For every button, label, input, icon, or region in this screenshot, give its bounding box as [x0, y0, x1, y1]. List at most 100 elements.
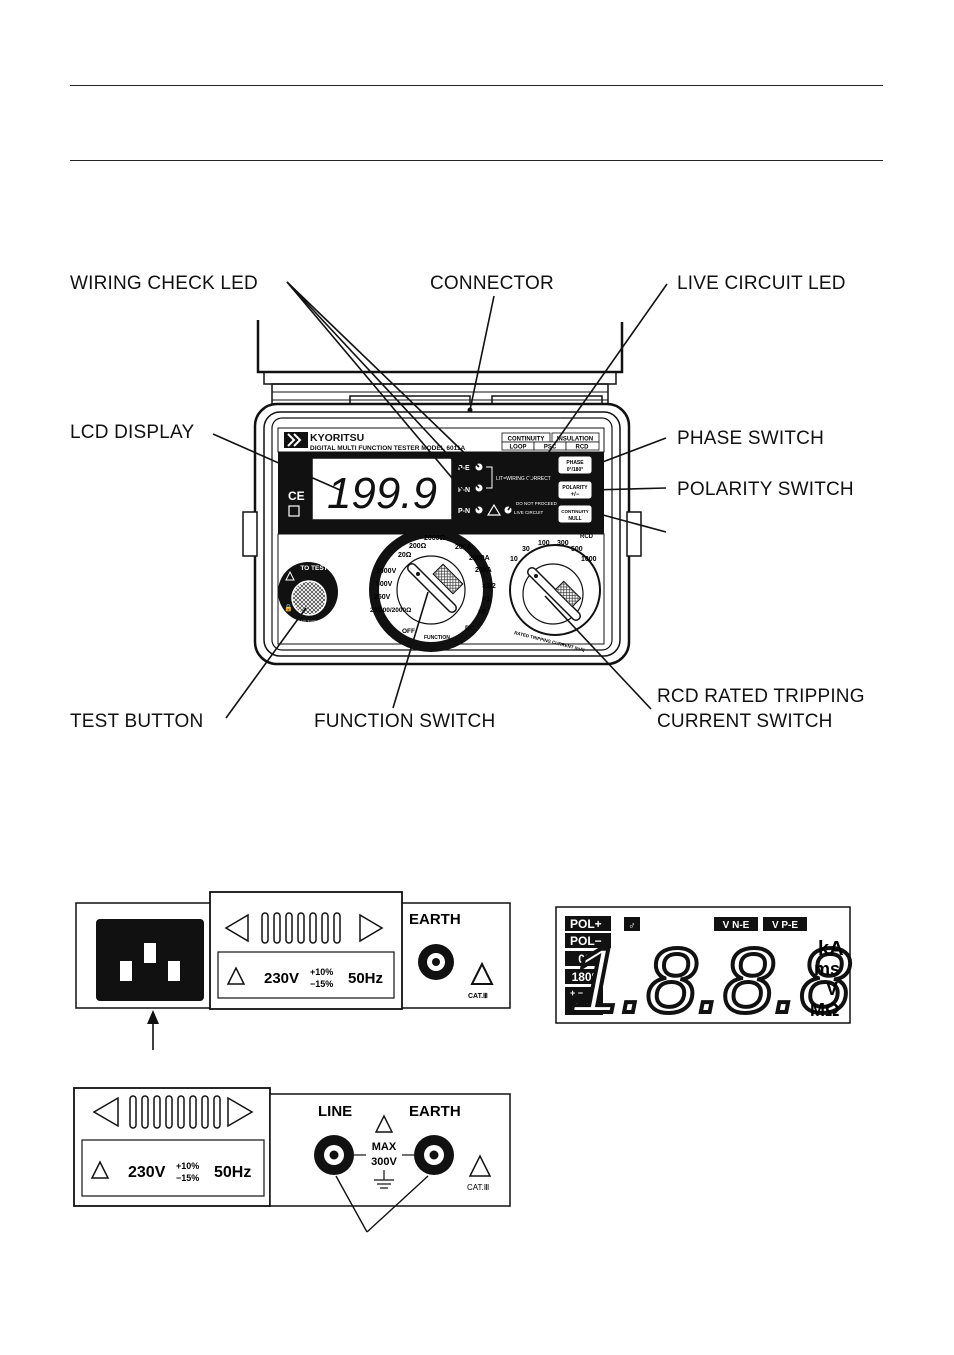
panel-b-max-v: 300V: [371, 1156, 397, 1168]
led-label-pe: P-E: [458, 465, 470, 472]
label-phase-switch: PHASE SWITCH: [677, 428, 825, 449]
ind-v-ne: V N-E: [723, 920, 750, 931]
panel-b-max: MAX: [372, 1141, 397, 1153]
probe-icon: [624, 917, 640, 931]
panel-b-tol-minus: −15%: [176, 1173, 199, 1183]
svg-text:CE: CE: [288, 489, 305, 503]
rcd-label-30: 30: [522, 546, 530, 553]
ind-0deg: 0°: [578, 952, 590, 966]
svg-text:+/−: +/−: [571, 492, 580, 498]
label-rcd-switch-1: RCD RATED TRIPPING: [657, 686, 865, 707]
unit-ms: ms: [814, 959, 840, 979]
func-label-20ka: 20kA: [475, 567, 492, 574]
rcd-label-1000: 1000: [581, 556, 597, 563]
lock-icon: 🔒: [284, 604, 293, 612]
label-rcd-switch-2: CURRENT SWITCH: [657, 711, 833, 732]
warning-icon: [486, 503, 502, 516]
ind-v-pe: V P-E: [772, 920, 798, 931]
svg-text:CONTINUITY: CONTINUITY: [561, 509, 589, 514]
svg-text:NULL: NULL: [568, 516, 581, 522]
panel-b-freq: 50Hz: [214, 1164, 251, 1181]
func-label-200ohm: 200Ω: [409, 543, 427, 550]
svg-text:0°/180°: 0°/180°: [567, 467, 584, 473]
test-button[interactable]: [291, 580, 327, 616]
panel-a-tol-minus: −15%: [310, 979, 333, 989]
panel-a-freq: 50Hz: [348, 970, 383, 987]
lcd-digits: 1.8.8.8: [569, 930, 850, 1032]
lcd-display: [311, 457, 453, 521]
panel-a-tol-plus: +10%: [310, 967, 333, 977]
mode-loop: LOOP: [509, 445, 526, 451]
label-connector: CONNECTOR: [430, 273, 554, 294]
svg-text:♂: ♂: [628, 921, 636, 932]
do-not-proceed-label: DO NOT PROCEED: [516, 501, 558, 506]
func-label-x5: ×5: [478, 609, 486, 616]
func-label-psc: PSC: [478, 537, 489, 543]
ind-pol-minus: POL−: [570, 934, 602, 948]
ground-icon: [374, 1170, 394, 1189]
mode-rcd: RCD: [576, 445, 590, 451]
func-label-2000ohm: 2000Ω: [424, 535, 446, 542]
svg-text:PRESS: PRESS: [303, 557, 326, 564]
rcd-label-10: 10: [510, 556, 518, 563]
panel-a-voltage: 230V: [264, 970, 299, 987]
svg-text:PHASE: PHASE: [566, 460, 584, 466]
func-label-250v: 250V: [374, 594, 391, 601]
func-label-x1: ×1: [482, 596, 490, 603]
func-label-dc: DC: [465, 625, 475, 632]
rcd-label-300: 300: [557, 540, 569, 547]
func-label-2000a: 2000A: [469, 555, 490, 562]
label-test-button: TEST BUTTON: [70, 711, 204, 732]
live-circuit-label: LIVE CIRCUIT: [514, 510, 544, 515]
connector-panel-b: 230V +10% −15% 50Hz LINE EARTH MAX 300V …: [73, 1087, 511, 1233]
panel-b-tol-plus: +10%: [176, 1161, 199, 1171]
rcd-label: RCD: [580, 534, 594, 540]
warning-icon: [468, 1154, 492, 1177]
warning-icon: [90, 1160, 110, 1179]
func-label-200a: 200A: [455, 544, 472, 551]
mode-continuity: CONTINUITY: [508, 437, 545, 443]
func-label-20ohm: 20Ω: [398, 552, 412, 559]
rcd-label-100: 100: [538, 540, 550, 547]
panel-b-line: LINE: [318, 1103, 352, 1120]
func-label-function: FUNCTION: [424, 635, 450, 641]
func-label-500v: 500V: [376, 581, 393, 588]
warning-icon: [226, 966, 246, 985]
lcd-value: 199.9: [327, 469, 437, 518]
unit-mohm: MΩ: [810, 1000, 839, 1020]
ind-battery: + −: [570, 988, 583, 998]
ind-180deg: 180°: [572, 970, 597, 984]
panel-a-cat: CAT.Ⅲ: [468, 992, 488, 1000]
func-label-rcd: RCD: [480, 634, 492, 640]
phase-button[interactable]: [557, 455, 593, 475]
func-label-off: OFF: [402, 628, 415, 635]
label-function-switch: FUNCTION SWITCH: [314, 711, 496, 732]
panel-b-voltage: 230V: [128, 1164, 166, 1181]
svg-text:POLARITY: POLARITY: [562, 485, 588, 491]
warning-icon: [470, 961, 494, 985]
unit-ka: kA: [818, 938, 844, 960]
func-label-continuity-range: 20/200/2000Ω: [370, 607, 411, 614]
continuity-null-button[interactable]: [557, 504, 593, 524]
connector-panel-a: 230V +10% −15% 50Hz EARTH CAT.Ⅲ: [75, 891, 511, 1050]
led-label-pn-2: P-N: [458, 508, 470, 515]
led-label-pn: P-N: [458, 487, 470, 494]
mode-psc: PSC: [544, 445, 557, 451]
func-label-x-half: ×1/2: [482, 583, 496, 590]
func-label-1000v: 1000V: [376, 568, 397, 575]
top-rule: [70, 85, 883, 86]
mode-insulation: INSULATION: [557, 437, 593, 443]
panel-b-cat: CAT.Ⅲ: [467, 1183, 489, 1192]
label-polarity-switch: POLARITY SWITCH: [677, 479, 854, 500]
label-live-circuit-led: LIVE CIRCUIT LED: [677, 273, 846, 294]
second-rule: [70, 160, 883, 161]
panel-a-earth: EARTH: [409, 911, 461, 928]
lcd-segments-panel: POL+ POL− 0° 180° + − LO ♂ V N-E V P-E 1…: [555, 906, 853, 1034]
svg-text:TO TEST: TO TEST: [300, 565, 327, 572]
panel-brand: KYORITSU: [310, 432, 364, 444]
tester-body: KYORITSU DIGITAL MULTI FUNCTION TESTER M…: [242, 320, 642, 666]
wiring-correct-label: LIT=WIRING CORRECT: [496, 476, 551, 482]
label-wiring-check-led: WIRING CHECK LED: [70, 273, 258, 294]
ind-lo: LO: [575, 1000, 593, 1015]
